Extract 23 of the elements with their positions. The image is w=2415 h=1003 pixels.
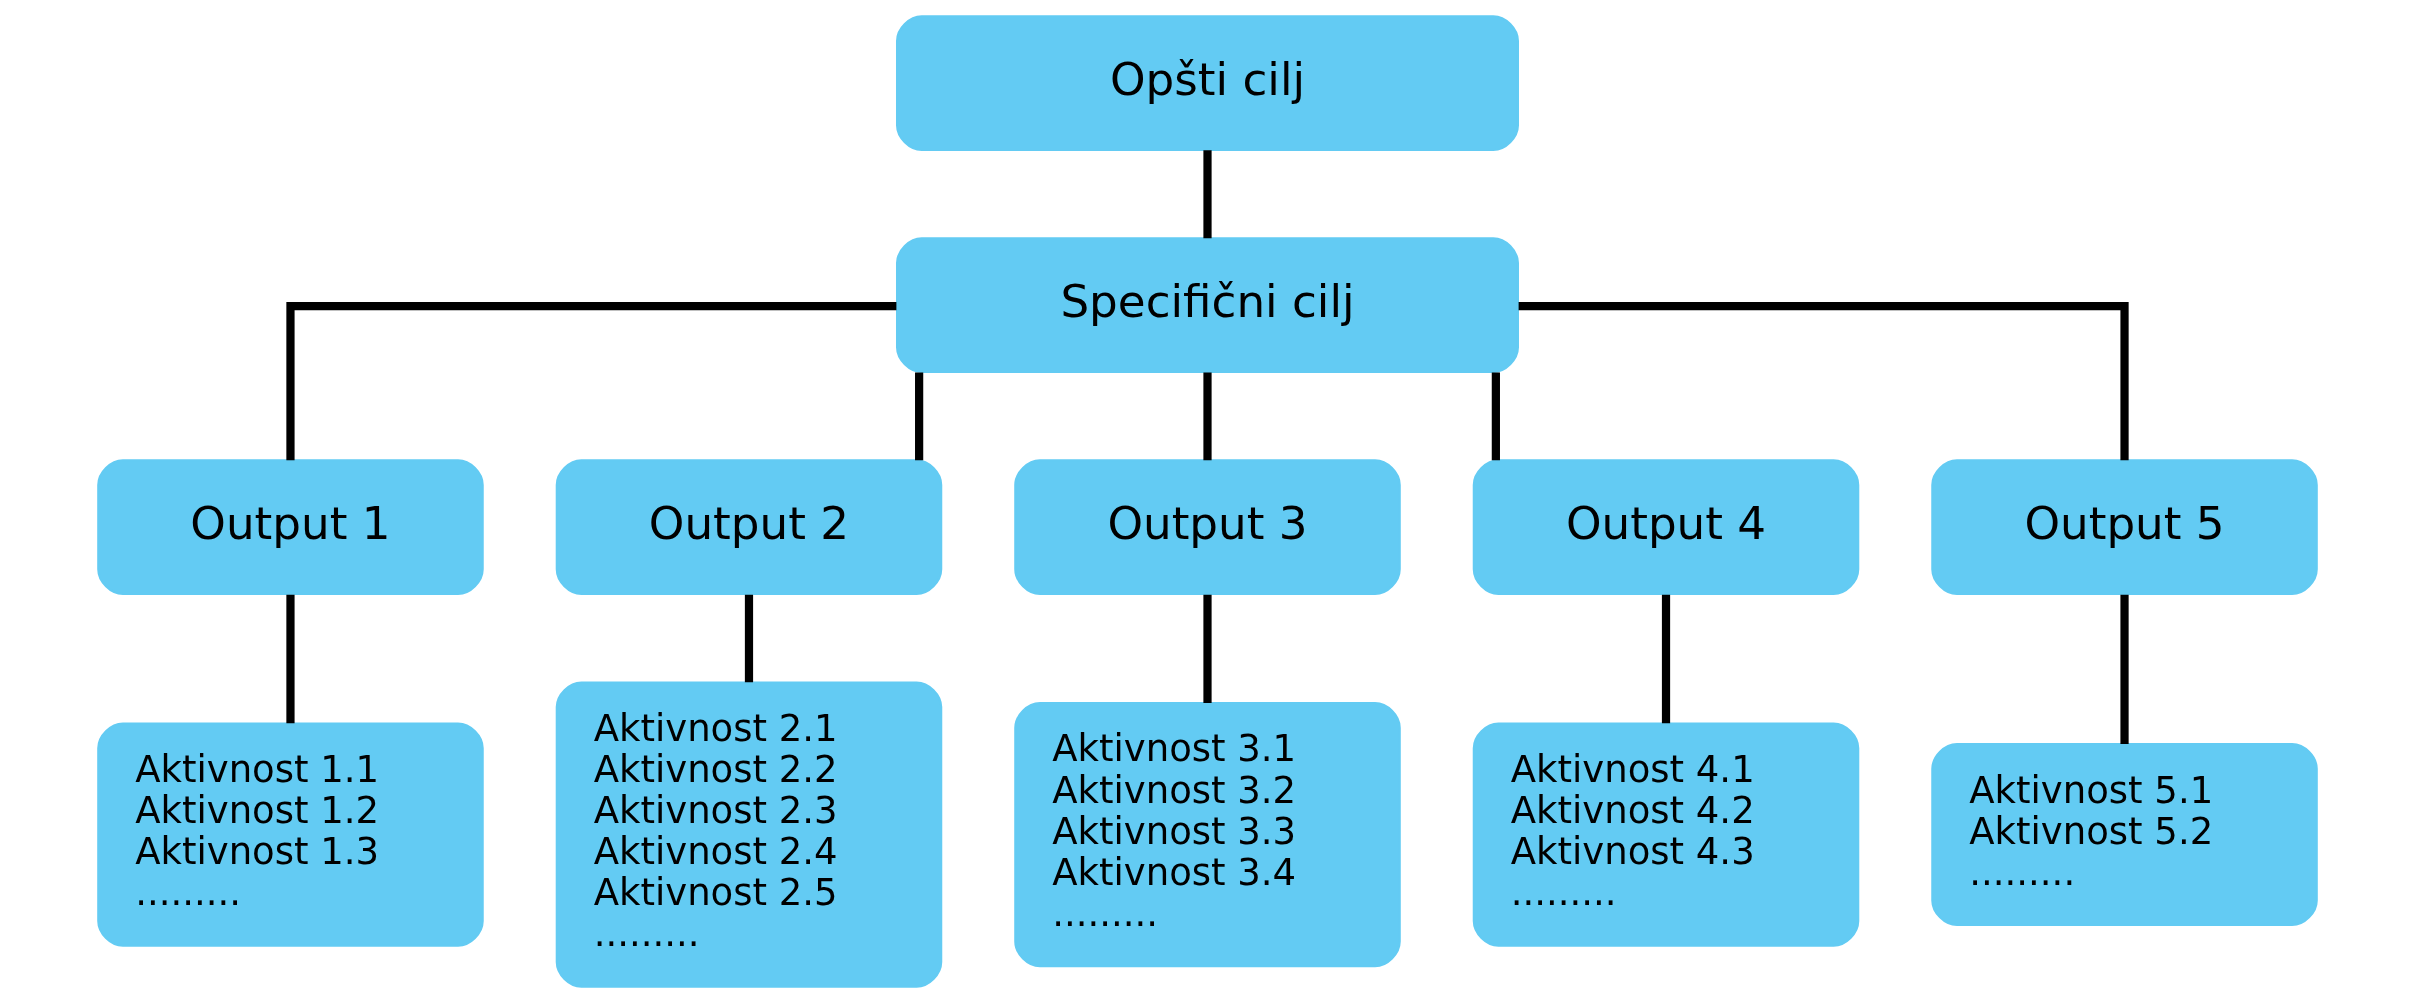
node-box: Aktivnost 5.1 Aktivnost 5.2 .........: [1931, 743, 2318, 927]
connector: [1203, 594, 1212, 703]
node-box: Output 1: [97, 459, 484, 596]
connector: [286, 594, 295, 724]
node-box: Aktivnost 2.1 Aktivnost 2.2 Aktivnost 2.3 Aktivnost 2.4 Aktivnost 2.5 .........: [555, 681, 943, 988]
node-box: Output 4: [1472, 459, 1860, 596]
connector: [1203, 372, 1212, 461]
connector: [915, 372, 924, 461]
node-box: Specifični cilj: [896, 237, 1519, 373]
node-box: Output 2: [555, 459, 943, 596]
connector: [2120, 594, 2129, 744]
connector: [1491, 372, 1500, 461]
node-box: Aktivnost 3.1 Aktivnost 3.2 Aktivnost 3.3 Aktivnost 3.4 .........: [1014, 701, 1401, 968]
connector: [1518, 302, 2129, 461]
node-box: Output 5: [1931, 459, 2318, 596]
node-box: Aktivnost 1.1 Aktivnost 1.2 Aktivnost 1.3 .........: [97, 722, 484, 947]
connector: [1203, 150, 1212, 239]
connector: [286, 302, 897, 461]
connector: [744, 594, 754, 683]
node-box: Opšti cilj: [896, 15, 1519, 151]
node-box: Output 3: [1014, 459, 1401, 596]
connector: [1661, 594, 1671, 724]
node-box: Aktivnost 4.1 Aktivnost 4.2 Aktivnost 4.3 .........: [1472, 722, 1860, 947]
